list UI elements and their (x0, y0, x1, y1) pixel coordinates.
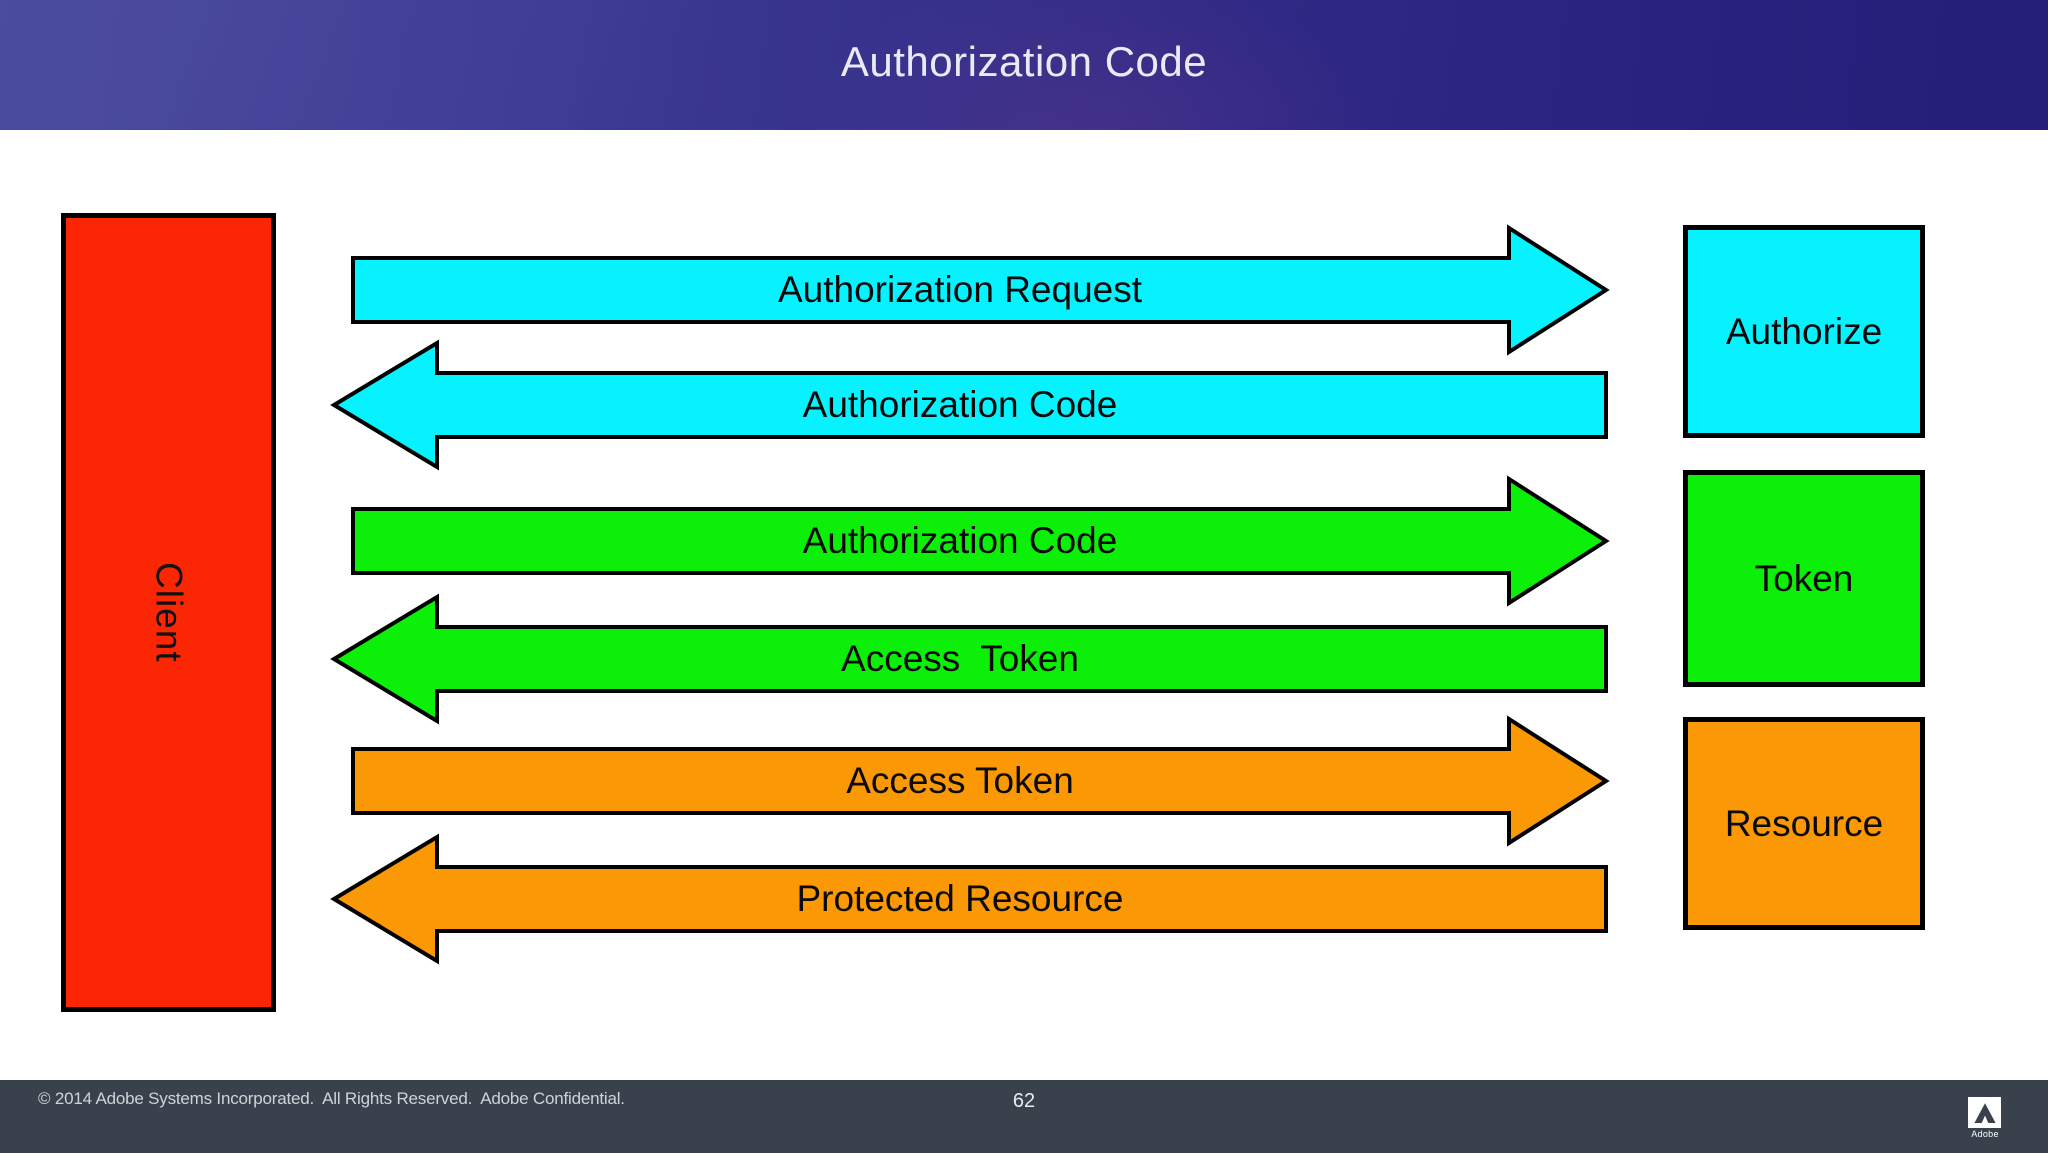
client-box: Client (61, 213, 276, 1012)
endpoint-label: Authorize (1725, 310, 1883, 352)
arrow-label: Authorization Code (802, 384, 1118, 425)
endpoint-authorize: Authorize (1683, 225, 1925, 438)
arrow-authorization-code-return: Authorization Code (330, 339, 1612, 471)
endpoint-token: Token (1683, 470, 1925, 687)
arrow-label: Access Token (841, 638, 1079, 679)
footer: © 2014 Adobe Systems Incorporated. All R… (0, 1080, 2048, 1153)
right-arrow-shape (351, 475, 1610, 607)
copyright-text: © 2014 Adobe Systems Incorporated. All R… (38, 1089, 625, 1108)
adobe-logo-text: Adobe (1971, 1129, 1999, 1139)
arrow-authorization-code-send: Authorization Code (351, 475, 1631, 607)
arrow-label: Authorization Request (777, 269, 1143, 310)
endpoint-label: Resource (1724, 802, 1884, 844)
arrow-label: Protected Resource (796, 878, 1124, 919)
endpoint-label: Token (1754, 557, 1854, 599)
adobe-logo: Adobe (1968, 1097, 2002, 1139)
adobe-a-icon (1973, 1103, 1996, 1123)
adobe-logo-box (1968, 1097, 2001, 1128)
arrow-label: Access Token (846, 760, 1074, 801)
arrow-authorization-request: Authorization Request (351, 224, 1631, 356)
endpoint-resource: Resource (1683, 717, 1925, 930)
page-number: 62 (1012, 1090, 1036, 1112)
arrow-access-token-send: Access Token (351, 715, 1631, 847)
right-arrow-shape (351, 224, 1610, 356)
left-arrow-shape (330, 833, 1608, 965)
left-arrow-shape (330, 339, 1608, 471)
slide-header: Authorization Code (0, 0, 2048, 130)
arrow-protected-resource: Protected Resource (330, 833, 1612, 965)
arrow-label: Authorization Code (802, 520, 1118, 561)
arrow-access-token-return: Access Token (330, 593, 1612, 725)
slide-title: Authorization Code (840, 38, 1208, 85)
left-arrow-shape (330, 593, 1608, 725)
right-arrow-shape (351, 715, 1610, 847)
client-label: Client (148, 562, 190, 663)
